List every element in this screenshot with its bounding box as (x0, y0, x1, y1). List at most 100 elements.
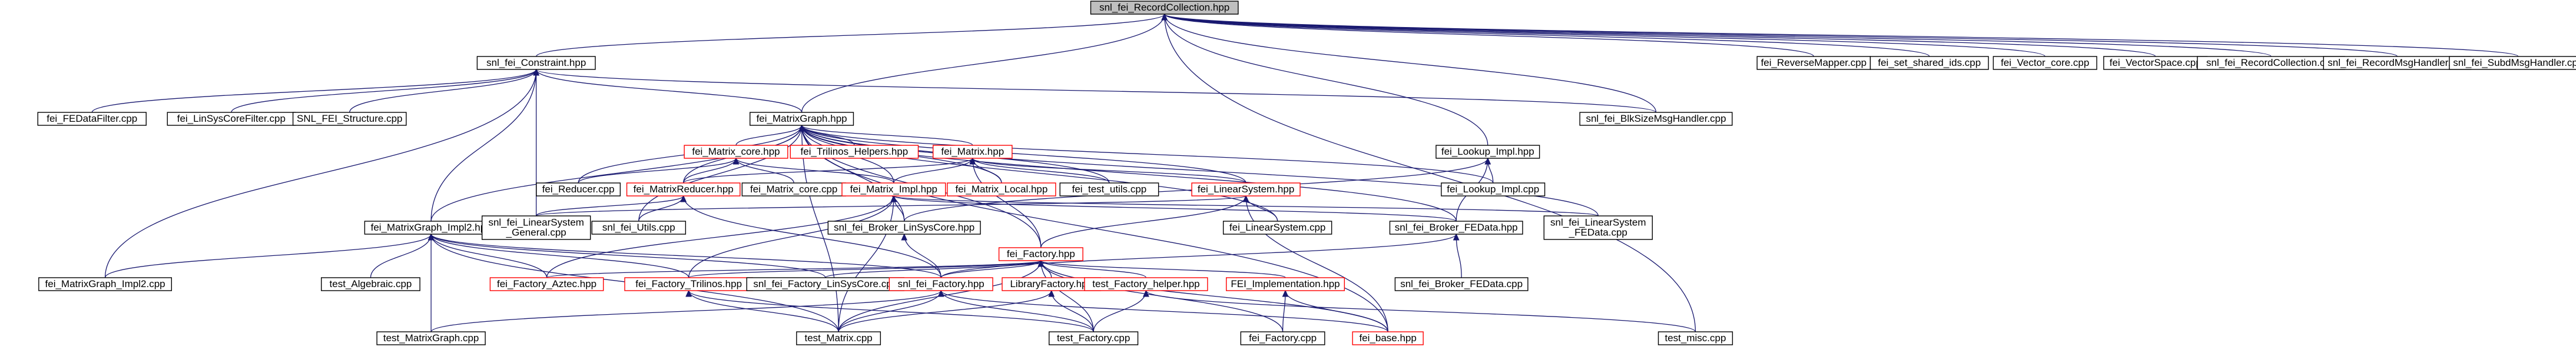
node-test-utils[interactable]: fei_test_utils.cpp (1059, 182, 1159, 197)
node-factory-linsyscore-cpp[interactable]: snl_fei_Factory_LinSysCore.cpp (746, 277, 904, 291)
node-fei-impl[interactable]: FEI_Implementation.hpp (1226, 277, 1345, 291)
node-fei-base[interactable]: fei_base.hpp (1352, 331, 1424, 345)
node-test-matrix[interactable]: test_Matrix.cpp (796, 331, 881, 345)
node-box (998, 247, 1083, 261)
edge (1165, 14, 1488, 146)
node-linsys-fedata[interactable]: snl_fei_LinearSystem_FEData.cpp (1543, 215, 1653, 240)
edge-linsyscorefilter-to-constraint (231, 69, 536, 113)
edge (1052, 291, 1094, 332)
edge (973, 158, 1246, 184)
edge-test_factory-to-libraryfactory (1052, 291, 1094, 332)
edge (1165, 14, 1930, 57)
edge (736, 158, 794, 184)
node-label: test_Factory.cpp (1057, 332, 1130, 344)
node-test-factory-helper[interactable]: test_Factory_helper.hpp (1084, 277, 1208, 291)
edge (802, 125, 839, 332)
edge (904, 234, 941, 278)
node-matrixgraph[interactable]: fei_MatrixGraph.hpp (750, 112, 854, 126)
edge-recordcollection_cpp-to-root (1165, 14, 2272, 57)
node-fedatafilter[interactable]: fei_FEDataFilter.cpp (37, 112, 147, 126)
node-label: snl_fei_Broker_FEData.cpp (1400, 278, 1523, 289)
node-factory-aztec[interactable]: fei_Factory_Aztec.hpp (489, 277, 604, 291)
node-factory-hpp[interactable]: fei_Factory.hpp (998, 247, 1083, 261)
node-linsyscorefilter[interactable]: fei_LinSysCoreFilter.cpp (167, 112, 296, 126)
node-label: snl_fei_SubdMsgHandler.cpp (2453, 57, 2576, 68)
node-matrix-impl[interactable]: fei_Matrix_Impl.hpp (841, 182, 946, 197)
node-broker-fedata-hpp[interactable]: snl_fei_Broker_FEData.hpp (1389, 221, 1523, 235)
node-libraryfactory[interactable]: LibraryFactory.hpp (1002, 277, 1102, 291)
node-blksizemsg[interactable]: snl_fei_BlkSizeMsgHandler.cpp (1579, 112, 1733, 126)
node-lookup-impl-hpp[interactable]: fei_Lookup_Impl.hpp (1435, 145, 1540, 159)
node-box (1240, 331, 1325, 345)
node-label: test_MatrixGraph.cpp (383, 332, 479, 344)
node-subdmsg[interactable]: snl_fei_SubdMsgHandler.cpp (2449, 56, 2576, 70)
node-box (536, 182, 621, 197)
edge (973, 158, 1042, 248)
node-label: fei_Lookup_Impl.hpp (1441, 146, 1534, 157)
edge-constraint-to-root (536, 14, 1165, 57)
node-label: FEI_Implementation.hpp (1231, 278, 1340, 289)
node-reversemapper[interactable]: fei_ReverseMapper.cpp (1756, 56, 1871, 70)
node-matrix-core-cpp[interactable]: fei_Matrix_core.cpp (741, 182, 846, 197)
node-matrixgraph-impl2-hpp[interactable]: fei_MatrixGraph_Impl2.hpp (364, 221, 498, 235)
edge-matrix_core_cpp-to-matrix_core_hpp (736, 158, 794, 184)
node-broker-fedata-cpp[interactable]: snl_fei_Broker_FEData.cpp (1394, 277, 1529, 291)
node-matrixgraph-impl2-cpp[interactable]: fei_MatrixGraph_Impl2.cpp (38, 277, 173, 291)
node-test-factory[interactable]: test_Factory.cpp (1049, 331, 1139, 345)
node-reducer[interactable]: fei_Reducer.cpp (536, 182, 621, 197)
node-matrix-core-hpp[interactable]: fei_Matrix_core.hpp (684, 145, 788, 159)
node-trilinos-helpers[interactable]: fei_Trilinos_Helpers.hpp (790, 145, 919, 159)
node-linearsystem-cpp[interactable]: fei_LinearSystem.cpp (1222, 221, 1332, 235)
node-snl-fei-structure[interactable]: SNL_FEI_Structure.cpp (292, 112, 407, 126)
node-box (1543, 215, 1653, 240)
node-broker-linsyscore-hpp[interactable]: snl_fei_Broker_LinSysCore.hpp (827, 221, 981, 235)
node-matrix-hpp[interactable]: fei_Matrix.hpp (932, 145, 1013, 159)
node-utils-cpp[interactable]: snl_fei_Utils.cpp (591, 221, 687, 235)
edge (801, 14, 1165, 113)
edge (431, 234, 941, 278)
edge (431, 234, 548, 278)
node-box (2449, 56, 2576, 70)
edge (349, 69, 536, 113)
node-label: fei_Matrix_core.cpp (750, 184, 837, 195)
edge-test_utils-to-matrix_hpp (973, 158, 1110, 184)
edge (536, 14, 1165, 57)
edge (802, 125, 973, 146)
node-test-matrixgraph[interactable]: test_MatrixGraph.cpp (376, 331, 486, 345)
node-label: fei_set_shared_ids.cpp (1878, 57, 1981, 68)
edge-test_matrix-to-matrixgraph (802, 125, 839, 332)
node-snl-factory-hpp[interactable]: snl_fei_Factory.hpp (888, 277, 993, 291)
edge-snl_factory_hpp-to-matrixgraph_impl2_hpp (431, 234, 941, 278)
node-factory-trilinos[interactable]: fei_Factory_Trilinos.hpp (624, 277, 753, 291)
node-matrixreducer[interactable]: fei_MatrixReducer.hpp (626, 182, 741, 197)
edge-fei_impl-to-factory_hpp (1041, 261, 1286, 278)
node-linearsystem-hpp[interactable]: fei_LinearSystem.hpp (1191, 182, 1301, 197)
edge (802, 125, 1494, 184)
edge (1285, 291, 1388, 332)
node-linsys-general[interactable]: snl_fei_LinearSystem_General.cpp (482, 215, 591, 240)
node-lookup-impl-cpp[interactable]: fei_Lookup_Impl.cpp (1441, 182, 1546, 197)
node-label: test_Factory_helper.hpp (1092, 278, 1199, 289)
edge (941, 291, 1388, 332)
edge (1165, 14, 2398, 57)
edge (683, 158, 973, 184)
edge (940, 234, 1456, 278)
edge (1165, 14, 1696, 332)
node-fei-factory-cpp[interactable]: fei_Factory.cpp (1240, 331, 1325, 345)
node-test-misc[interactable]: test_misc.cpp (1657, 331, 1733, 345)
node-recordmsg[interactable]: snl_fei_RecordMsgHandler.cpp (2323, 56, 2472, 70)
node-test-algebraic[interactable]: test_Algebraic.cpp (321, 277, 420, 291)
node-recordcollection-cpp[interactable]: snl_fei_RecordCollection.cpp (2197, 56, 2346, 70)
edge (1040, 196, 1246, 248)
node-box (38, 277, 173, 291)
node-box (292, 112, 407, 126)
node-vector-core[interactable]: fei_Vector_core.cpp (1992, 56, 2097, 70)
node-label: _General.cpp (506, 227, 566, 238)
edge (684, 196, 941, 278)
node-vectorspace[interactable]: fei_VectorSpace.cpp (2103, 56, 2208, 70)
node-matrix-local[interactable]: fei_Matrix_Local.hpp (947, 182, 1056, 197)
edge (1165, 14, 2156, 57)
edge (941, 291, 1094, 332)
node-set-shared-ids[interactable]: fei_set_shared_ids.cpp (1869, 56, 1989, 70)
node-constraint[interactable]: snl_fei_Constraint.hpp (476, 56, 596, 70)
